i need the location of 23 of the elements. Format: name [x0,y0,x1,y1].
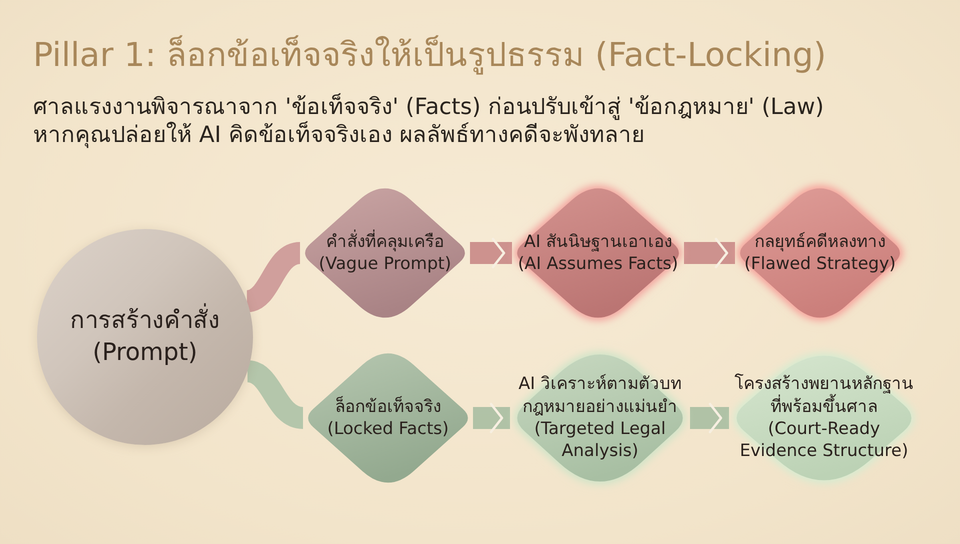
subtitle-text: ศาลแรงงานพิจารณาจาก 'ข้อเท็จจริง' (Facts) ก่อนปรับเข้าสู่ 'ข้อกฎหมาย' (Law) [33,92,824,121]
step-title: AI วิเคราะห์ตามตัวบทกฎหมายอย่างแม่นยำ [517,373,683,418]
step-title: โครงสร้างพยานหลักฐานที่พร้อมขึ้นศาล [734,373,914,418]
ribbon-arrow [684,238,735,268]
ribbon-connector [246,360,305,429]
step-translation: (Prompt) [92,337,198,368]
step-title: การสร้างคำสั่ง [70,305,220,337]
step-translation: (Flawed Strategy) [744,253,896,276]
step-title: ล็อกข้อเท็จจริง [335,396,441,418]
step-translation: (Targeted Legal Analysis) [533,418,667,463]
ribbon-arrow [470,238,512,268]
page-title: Pillar 1: ล็อกข้อเท็จจริงให้เป็นรูปธรรม (Fact-Locking) [33,34,826,77]
ribbon-arrow [690,402,729,434]
ribbon-arrow [473,402,510,434]
subtitle-text: หากคุณปล่อยให้ AI คิดข้อเท็จจริงเอง ผลลัพธ์ทางคดีจะพังทลาย [33,121,644,150]
step-title: คำสั่งที่คลุมเครือ [326,230,444,253]
step-title: AI สันนิษฐานเอาเอง [524,230,672,253]
step-title: กลยุทธ์คดีหลงทาง [754,230,886,253]
step-translation: (Court-Ready Evidence Structure) [738,418,910,463]
step-translation: (Vague Prompt) [318,253,452,276]
step-translation: (AI Assumes Facts) [518,253,678,276]
ribbon-connector [245,242,302,312]
step-translation: (Locked Facts) [327,418,449,440]
